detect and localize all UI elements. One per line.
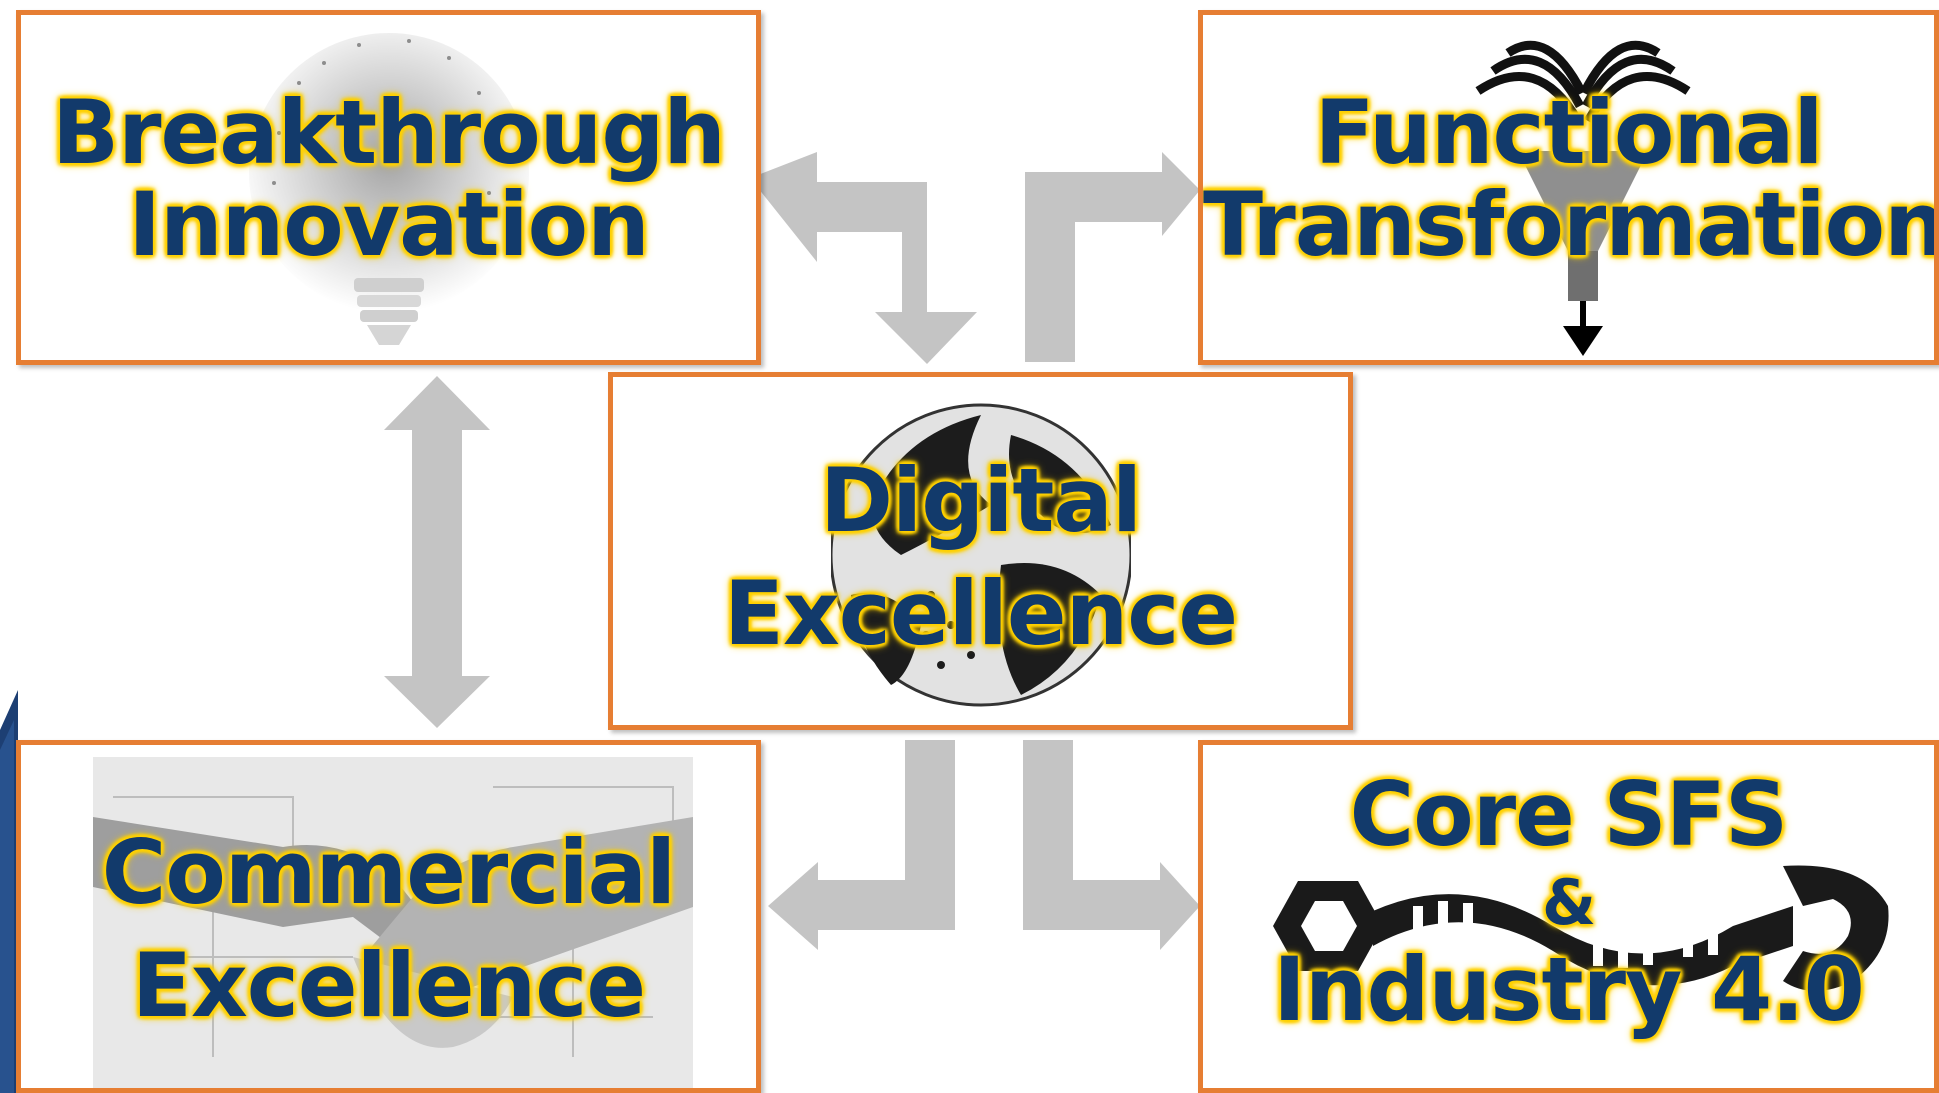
node-core-sfs-industry[interactable]: Core SFS & Industry 4.0 — [1198, 740, 1939, 1093]
arrow-bottom-left — [768, 740, 955, 950]
core-line2: & — [1541, 865, 1596, 939]
functional-line1: Functional — [1314, 81, 1823, 184]
commercial-label: Commercial Excellence — [21, 817, 756, 1042]
commercial-line2: Excellence — [131, 933, 646, 1037]
node-functional-transformation[interactable]: Functional Transformation — [1198, 10, 1939, 365]
breakthrough-line2: Innovation — [128, 173, 650, 277]
arrow-top-right — [1025, 152, 1200, 362]
functional-label: Functional Transformation — [1203, 81, 1939, 277]
edge-decoration — [0, 690, 18, 1093]
arrow-vertical-double — [384, 376, 490, 728]
arrow-bottom-right — [1023, 740, 1200, 950]
digital-line2: Excellence — [723, 561, 1238, 665]
lightbulb-icon — [249, 33, 529, 345]
core-line3: Industry 4.0 — [1273, 937, 1865, 1041]
node-digital-excellence[interactable]: Digital Excellence — [608, 372, 1353, 730]
funnel-icon — [1475, 40, 1691, 356]
core-line1: Core SFS — [1349, 763, 1789, 866]
breakthrough-label: Breakthrough Innovation — [21, 81, 756, 277]
commercial-line1: Commercial — [101, 821, 676, 924]
node-commercial-excellence[interactable]: Commercial Excellence — [16, 740, 761, 1093]
digital-line1: Digital — [820, 449, 1142, 552]
handshake-icon — [93, 757, 693, 1088]
breakthrough-line1: Breakthrough — [52, 81, 726, 184]
arrow-top-left — [750, 152, 977, 364]
core-label: Core SFS & Industry 4.0 — [1203, 759, 1934, 1046]
functional-line2: Transformation — [1203, 173, 1939, 277]
node-breakthrough-innovation[interactable]: Breakthrough Innovation — [16, 10, 761, 365]
digital-label: Digital Excellence — [613, 445, 1348, 670]
globe-icon — [831, 403, 1131, 707]
dna-wrench-icon — [1273, 865, 1889, 991]
